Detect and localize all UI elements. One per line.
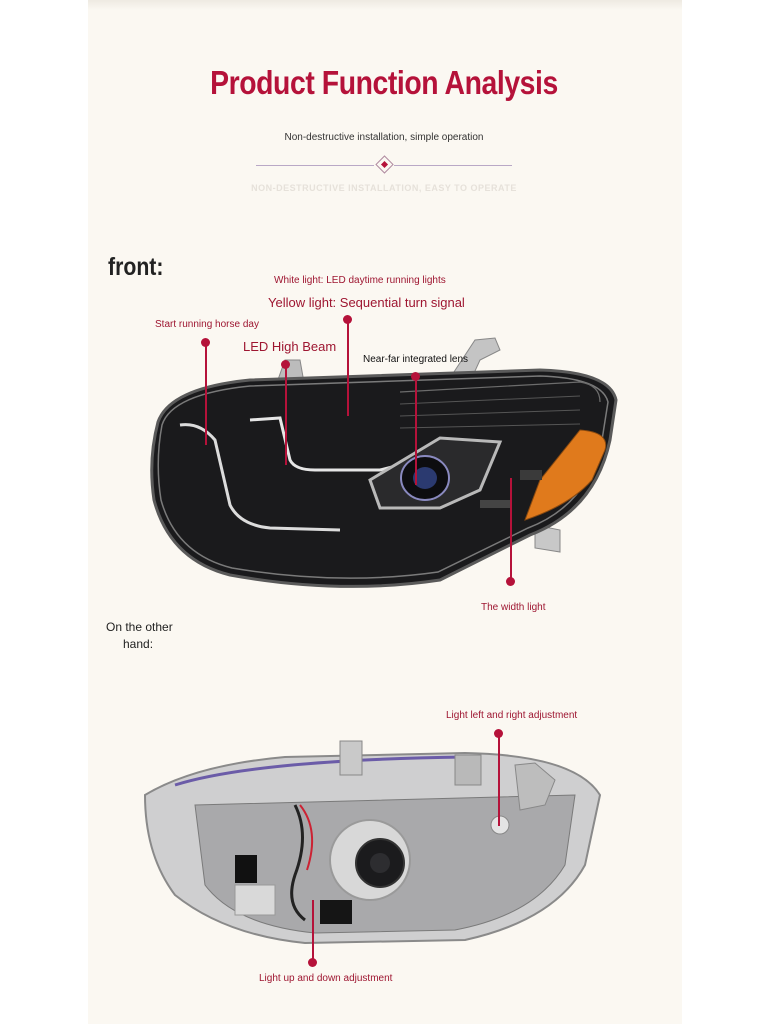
marker-dot [308,958,317,967]
page-subtitle: Non-destructive installation, simple ope… [284,132,484,143]
annotation-width-light: The width light [481,602,546,613]
annotation-left-right-adjustment: Light left and right adjustment [446,710,578,721]
marker-dot [201,338,210,347]
marker-stem [347,322,349,416]
divider-right [394,165,512,166]
annotation-yellow-light: Yellow light: Sequential turn signal [268,295,465,310]
marker-stem [415,379,417,485]
top-band [88,0,682,10]
annotation-up-down-adjustment: Light up and down adjustment [259,973,393,984]
page-title: Product Function Analysis [210,64,558,101]
marker-dot [281,360,290,369]
annotation-lens: Near-far integrated lens [363,354,469,365]
other-hand-line2: hand: [123,637,154,651]
annotation-high-beam: LED High Beam [243,339,337,354]
marker-stem [498,736,500,826]
marker-stem [510,478,512,578]
other-hand-label: On the other hand: [106,619,186,653]
other-hand-line1: On the other [106,620,173,634]
rear-headlight-image [143,740,602,945]
marker-stem [285,367,287,465]
front-label: front: [108,253,164,281]
divider-left [256,165,374,166]
front-headlight-image [150,337,618,588]
marker-dot [411,372,420,381]
marker-dot [494,729,503,738]
annotation-white-light: White light: LED daytime running lights [274,275,446,286]
marker-dot [506,577,515,586]
marker-dot [343,315,352,324]
marker-stem [205,345,207,445]
annotation-running-horse: Start running horse day [155,319,259,330]
ghost-subtitle: NON-DESTRUCTIVE INSTALLATION, EASY TO OP… [251,183,517,193]
marker-stem [312,900,314,960]
